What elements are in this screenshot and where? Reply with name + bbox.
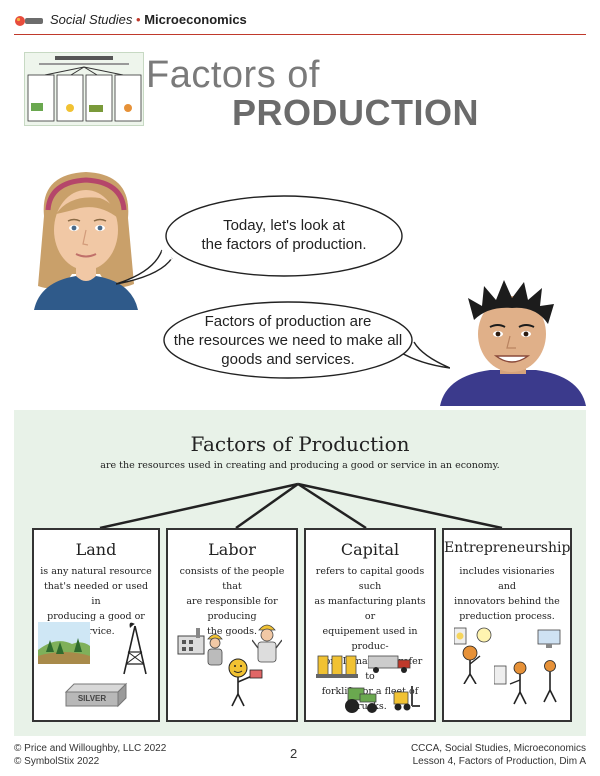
boy-avatar [440,276,586,406]
infographic-title: Factors of Production [190,432,410,456]
oil-derrick-icon [120,622,150,681]
factor-capital-title: Capital [340,540,400,559]
factor-land-line-1: is any natural resource [40,566,152,577]
bubble-boy-line-3: goods and services. [221,351,355,368]
factor-capital-line-2: as manfacturing plants or [314,596,426,622]
infographic-subtitle: are the resources used in creating and p… [100,460,500,471]
presenter-icon [493,660,564,717]
bubble-girl-line-2: the factors of production. [201,236,367,253]
factor-labor-line-2: are responsible for producing [186,596,278,622]
speech-bubble-girl: Today, let's look at the factors of prod… [116,192,408,288]
factor-land-line-2: that's needed or used in [43,581,149,607]
page-header: Social Studies • Microeconomics [14,10,586,34]
chef-icon [226,656,266,713]
factor-labor-title: Labor [208,540,256,559]
page-title-line-2: PRODUCTION [232,92,479,133]
lesson-info: CCCA, Social Studies, Microeconomics Les… [411,742,586,768]
copyright-line-1: © Price and Willoughby, LLC 2022 [14,743,167,754]
copyright-block: © Price and Willoughby, LLC 2022 © Symbo… [14,742,166,768]
truck-icon [367,654,412,679]
header-separator: • [136,12,141,27]
factor-card-land: Land is any natural resource that's need… [32,528,160,722]
forest-landscape-icon [38,622,90,669]
factor-land-title: Land [75,540,117,559]
factor-entrepreneurship-line-3: preduction process. [459,611,555,622]
header-rule [14,34,586,35]
factory-icon [176,626,206,661]
publisher-logo-icon [14,14,44,26]
page-number: 2 [290,746,298,761]
lightbulb-icon [453,626,494,653]
girl-avatar [30,164,142,310]
bubble-girl-line-1: Today, let's look at [223,217,345,234]
header-topic: Microeconomics [144,12,247,27]
factor-capital-line-3: equipement used in produc- [322,626,418,652]
header-subject: Social Studies [50,12,133,27]
factor-entrepreneurship-line-1: includes visionaries and [459,566,555,592]
silver-bar-label: SILVER [77,694,107,703]
factor-card-capital: Capital refers to capital goods such as … [304,528,436,722]
infographic-connector-lines [99,482,503,530]
bubble-boy-line-1: Factors of production are [204,313,372,330]
infographic-thumbnail-icon [24,52,144,126]
factor-labor-line-1: consists of the people that [179,566,285,592]
lesson-line-2: Lesson 4, Factors of Production, Dim A [412,756,586,767]
thinking-person-icon [458,644,486,689]
factor-capital-line-1: refers to capital goods such [315,566,425,592]
worker-icon [204,630,226,675]
silver-bars-icon: SILVER [60,670,136,710]
forklift-icon [390,684,422,717]
factor-labor-line-3: the goods. [206,626,258,637]
engineer-icon [251,620,283,673]
lesson-line-1: CCCA, Social Studies, Microeconomics [410,743,586,754]
speech-bubble-boy: Factors of production are the resources … [160,298,450,382]
computer-icon [536,628,566,655]
page-title-line-1: Factors of [146,54,320,96]
assembly-line-icon [316,652,358,685]
factor-land-line-3: producing a good or service. [47,611,145,637]
factor-entrepreneurship-title: Entrepreneurship [444,540,571,556]
tractor-icon [340,682,380,719]
copyright-line-2: © SymbolStix 2022 [14,756,100,767]
factor-entrepreneurship-line-2: innovators behind the [454,596,560,607]
bubble-boy-line-2: the resources we need to make all [173,332,403,349]
factor-card-labor: Labor consists of the people that are re… [166,528,298,722]
factor-card-entrepreneurship: Entrepreneurship includes visionaries an… [442,528,572,722]
